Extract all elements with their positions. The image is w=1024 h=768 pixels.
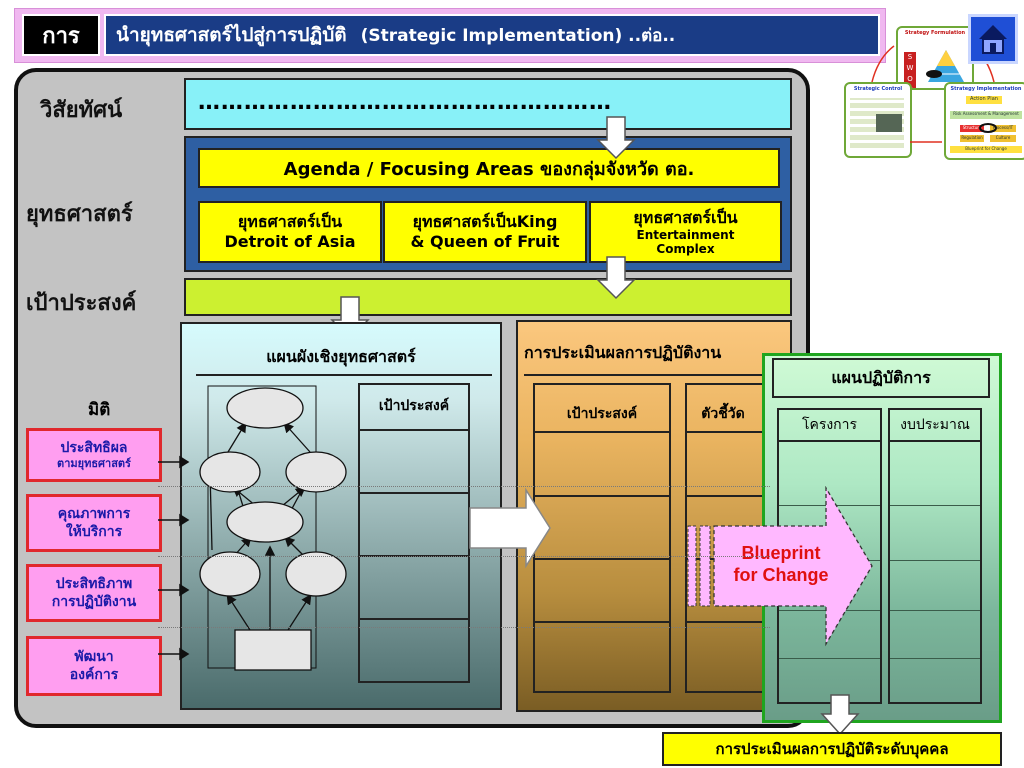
blueprint-arrow: [687, 486, 873, 647]
thumb-risk: Risk Assessment & Management: [950, 111, 1022, 119]
dimension-line2: ตามยุทธศาสตร์: [57, 457, 131, 470]
thumb-implementation-title: Strategy Implementation: [950, 86, 1022, 92]
dimension-separator: [158, 627, 770, 628]
strategy-card-line1: ยุทธศาสตร์เป็น: [237, 212, 343, 231]
evaluation-title: การประเมินผลการปฏิบัติงาน: [524, 343, 722, 362]
down-arrow-individual: [820, 694, 860, 736]
strategy-map-divider: [196, 374, 492, 376]
action-plan-budget-column: [888, 408, 982, 704]
strategy-map-title: แผนผังเชิงยุทธศาสตร์: [266, 347, 416, 366]
map-node-top: [226, 387, 304, 429]
dimension-efficiency: ประสิทธิภาพ การปฏิบัติงาน: [26, 564, 162, 622]
down-arrow-strategy: [596, 256, 636, 300]
blueprint-label: Blueprint for Change: [716, 542, 846, 586]
dimension-line2: การปฏิบัติงาน: [51, 594, 137, 610]
thumb-process: Process/IT: [990, 125, 1016, 132]
action-plan-budget-header: งบประมาณ: [900, 417, 970, 433]
process-thumbnail[interactable]: Strategy Formulation S W O T Strategic C…: [838, 24, 1024, 160]
map-node-center: [226, 501, 304, 543]
blueprint-line1: Blueprint: [741, 543, 821, 563]
strategy-card-line2: Entertainment: [636, 228, 735, 242]
thumb-implementation: Strategy Implementation Action Plan Risk…: [944, 82, 1024, 160]
strategy-map-objective-column: [358, 383, 470, 683]
dimension-service-quality: คุณภาพการ ให้บริการ: [26, 494, 162, 552]
home-button[interactable]: [968, 14, 1018, 64]
map-node-base: [234, 629, 312, 671]
dimension-line1: ประสิทธิภาพ: [55, 576, 133, 592]
swot-s: S: [907, 53, 913, 61]
vision-label: วิสัยทัศน์: [40, 98, 123, 123]
strategy-card-detroit: ยุทธศาสตร์เป็น Detroit of Asia: [198, 201, 382, 263]
thumb-formulation-title: Strategy Formulation: [904, 30, 966, 36]
agenda-box: Agenda / Focusing Areas ของกลุ่มจังหวัด …: [198, 148, 780, 188]
thumb-control-title: Strategic Control: [853, 86, 903, 92]
evaluation-objective-header: เป้าประสงค์: [566, 406, 638, 422]
map-node-low-right: [285, 551, 347, 597]
strategy-card-line1: ยุทธศาสตร์เป็น: [633, 208, 738, 227]
down-arrow-vision: [596, 116, 636, 160]
strategy-card-line3: Complex: [656, 242, 715, 256]
swot-o: O: [907, 75, 913, 83]
strategy-map-diagram: [199, 385, 347, 671]
dimension-line1: พัฒนา: [74, 649, 114, 665]
vision-box: ………………………………………………: [184, 78, 792, 130]
thumb-culture: Culture: [990, 135, 1016, 142]
dimension-separator: [158, 486, 770, 487]
thumb-control-photo: [876, 114, 902, 132]
evaluation-indicator-header: ตัวชี้วัด: [701, 406, 745, 422]
swot-w: W: [906, 64, 914, 72]
dimension-line1: ประสิทธิผล: [60, 440, 128, 456]
title-thai: นำยุทธศาสตร์ไปสู่การปฏิบัติ: [116, 24, 347, 46]
thumb-regulation: Regulation: [960, 135, 984, 142]
map-node-mid-right: [285, 451, 347, 493]
strategy-map-objective-header: เป้าประสงค์: [378, 398, 450, 414]
dimension-line1: คุณภาพการ: [57, 506, 131, 522]
strategy-card-line1: ยุทธศาสตร์เป็นKing: [412, 212, 558, 231]
strategy-card-fruit: ยุทธศาสตร์เป็นKing & Queen of Fruit: [383, 201, 587, 263]
objective-box: [184, 278, 792, 316]
dimension-org-development: พัฒนา องค์การ: [26, 636, 162, 696]
right-arrow-map-to-eval: [469, 488, 551, 568]
strategy-card-entertainment: ยุทธศาสตร์เป็น Entertainment Complex: [589, 201, 782, 263]
evaluation-divider: [524, 374, 786, 376]
map-node-mid-left: [199, 451, 261, 493]
dimension-title: มิติ: [88, 400, 111, 420]
objective-label: เป้าประสงค์: [26, 291, 137, 316]
individual-evaluation-box: การประเมินผลการปฏิบัติระดับบุคคล: [662, 732, 1002, 766]
title-tag: การ: [22, 14, 100, 56]
strategy-label: ยุทธศาสตร์: [26, 202, 133, 227]
evaluation-panel: [516, 320, 792, 712]
action-plan-title: แผนปฏิบัติการ: [772, 358, 990, 398]
dimension-line2: องค์การ: [69, 667, 119, 683]
dimension-line2: ให้บริการ: [65, 524, 123, 540]
strategy-card-line2: & Queen of Fruit: [410, 232, 560, 251]
dimension-arrows: [158, 455, 190, 661]
title-english: (Strategic Implementation) ..ต่อ..: [360, 25, 676, 46]
thumb-control: Strategic Control: [844, 82, 912, 158]
dimension-effectiveness: ประสิทธิผล ตามยุทธศาสตร์: [26, 428, 162, 482]
thumb-blueprint: Blueprint for Change: [950, 146, 1022, 153]
thumb-structure: Structure: [960, 125, 984, 132]
map-node-low-left: [199, 551, 261, 597]
blueprint-line2: for Change: [733, 565, 829, 585]
dimension-separator: [158, 556, 770, 557]
action-plan-project-header: โครงการ: [801, 417, 858, 433]
strategy-card-line2: Detroit of Asia: [224, 232, 356, 251]
slide-title: นำยุทธศาสตร์ไปสู่การปฏิบัติ (Strategic I…: [104, 14, 880, 56]
thumb-action-plan: Action Plan: [966, 96, 1002, 104]
home-icon: [979, 25, 1007, 54]
